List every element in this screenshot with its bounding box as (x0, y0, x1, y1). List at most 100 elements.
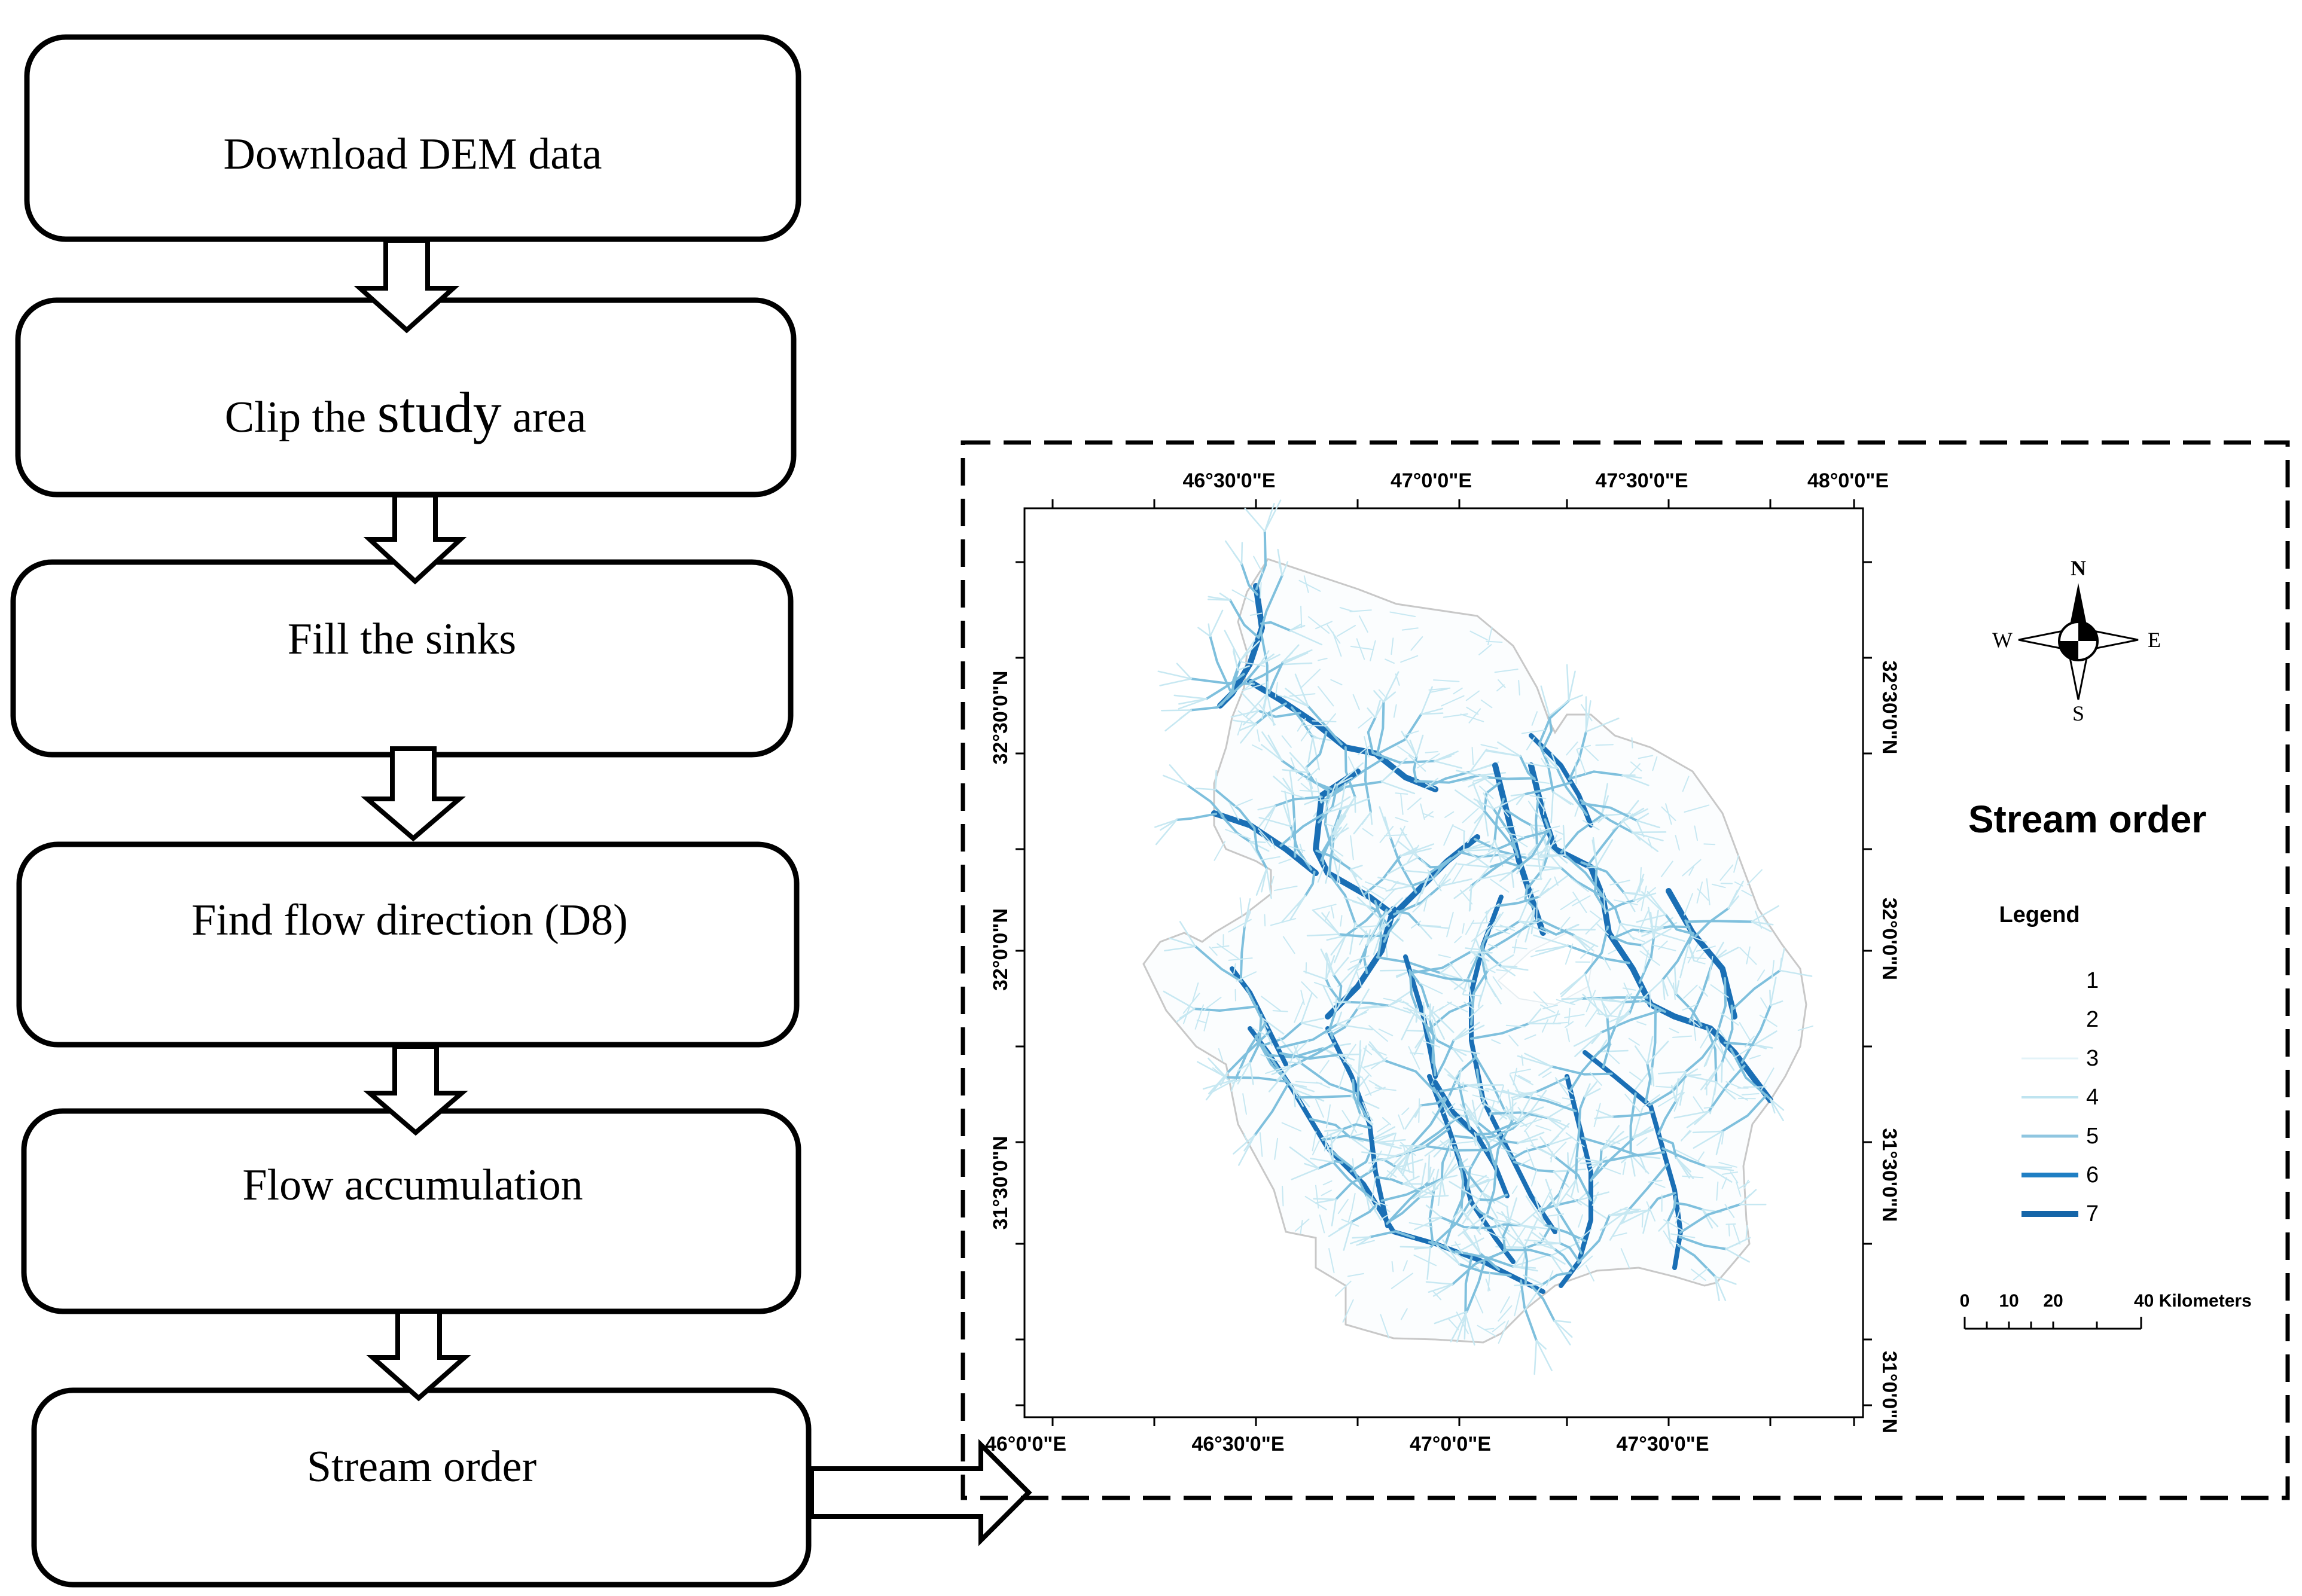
stream-line (1602, 1002, 1612, 1017)
stream-line (1538, 825, 1560, 832)
stream-line (1456, 770, 1489, 779)
stream-line (1292, 1088, 1325, 1102)
stream-line (1326, 1128, 1344, 1151)
stream-line (1279, 1052, 1341, 1060)
stream-line (1321, 832, 1334, 865)
stream-line (1305, 731, 1328, 768)
stream-line (1361, 885, 1385, 900)
stream-line (1240, 722, 1257, 744)
stream-line (1370, 1057, 1388, 1070)
stream-line (1496, 895, 1541, 907)
map-ticks (1016, 499, 1872, 1426)
stream-line (1367, 716, 1377, 755)
stream-line (1725, 1223, 1736, 1225)
stream-line (1493, 1219, 1504, 1238)
stream-line (1417, 753, 1440, 769)
stream-line (1577, 1228, 1592, 1242)
stream-line (1336, 1023, 1373, 1031)
down-arrow-icon (353, 238, 460, 334)
stream-line (1391, 834, 1480, 918)
stream-line (1696, 945, 1716, 952)
stream-line (1499, 871, 1513, 882)
stream-line (1713, 976, 1727, 1043)
stream-line (1478, 1213, 1488, 1230)
stream-line (1413, 1216, 1443, 1231)
stream-line (1241, 692, 1260, 712)
stream-line (1383, 671, 1400, 703)
stream-line (1484, 913, 1501, 936)
stream-line (1499, 805, 1510, 817)
stream-line (1733, 1225, 1741, 1245)
stream-line (1646, 1201, 1656, 1222)
stream-line (1584, 925, 1609, 975)
stream-line (1402, 1007, 1426, 1015)
stream-line (1502, 1221, 1511, 1252)
stream-line (1600, 1131, 1624, 1151)
stream-line (1352, 1079, 1362, 1116)
stream-line (1531, 1231, 1556, 1250)
stream-line (1700, 1027, 1713, 1049)
stream-line (1731, 969, 1782, 1011)
stream-line (1516, 1111, 1530, 1123)
down-arrow-icon (361, 746, 466, 842)
stream-line (1537, 1094, 1562, 1104)
stream-line (1328, 872, 1356, 924)
stream-line (1468, 1097, 1487, 1119)
stream-line (1556, 999, 1576, 1006)
stream-line (1655, 1085, 1675, 1088)
stream-line (1242, 683, 1266, 692)
stream-line (1453, 1021, 1480, 1042)
stream-line (1611, 1110, 1654, 1118)
stream-line (1770, 976, 1777, 1006)
stream-line (1341, 1219, 1359, 1227)
stream-line (1365, 1195, 1371, 1213)
stream-line (1682, 859, 1702, 877)
stream-line (1675, 1209, 1681, 1224)
stream-line (1523, 781, 1573, 796)
stream-line (1397, 1167, 1414, 1174)
stream-line (1233, 719, 1257, 725)
stream-line (1520, 878, 1542, 882)
scale-label: 20 (2043, 1291, 2063, 1311)
stream-line (1410, 1052, 1424, 1055)
stream-line (1462, 1231, 1481, 1255)
stream-line (1471, 1099, 1478, 1127)
stream-line (1358, 716, 1373, 729)
stream-line (1622, 1161, 1626, 1176)
stream-line (1499, 1296, 1510, 1314)
stream-line (1279, 812, 1326, 847)
stream-line (1447, 1001, 1468, 1013)
stream-line (1593, 1000, 1600, 1015)
stream-line (1282, 936, 1295, 954)
stream-line (1275, 682, 1278, 698)
stream-line (1462, 778, 1474, 782)
stream-line (1312, 1131, 1317, 1152)
stream-line (1682, 776, 1690, 792)
stream-line (1233, 648, 1239, 671)
stream-line (1433, 760, 1463, 769)
stream-line (1696, 881, 1703, 904)
stream-network (1154, 499, 1813, 1375)
stream-line (1280, 791, 1306, 799)
stream-line (1693, 1268, 1709, 1281)
stream-line (1331, 827, 1333, 851)
stream-line (1584, 747, 1599, 761)
stream-line (1420, 707, 1444, 715)
stream-line (1162, 774, 1189, 786)
stream-line (1638, 755, 1654, 759)
stream-line (1551, 1065, 1613, 1076)
stream-line (1282, 649, 1313, 663)
stream-line (1578, 1095, 1586, 1126)
stream-line (1234, 798, 1253, 807)
stream-line (1298, 579, 1321, 592)
stream-line (1336, 1011, 1343, 1026)
stream-line (1526, 1147, 1535, 1168)
stream-line (1550, 1241, 1580, 1257)
stream-line (1477, 1121, 1514, 1161)
map-panel-frame (961, 440, 2290, 1500)
stream-line (1573, 934, 1599, 948)
stream-line (1318, 658, 1328, 661)
stream-line (1427, 1154, 1431, 1183)
stream-line (1380, 1177, 1444, 1202)
stream-line (1554, 830, 1565, 835)
